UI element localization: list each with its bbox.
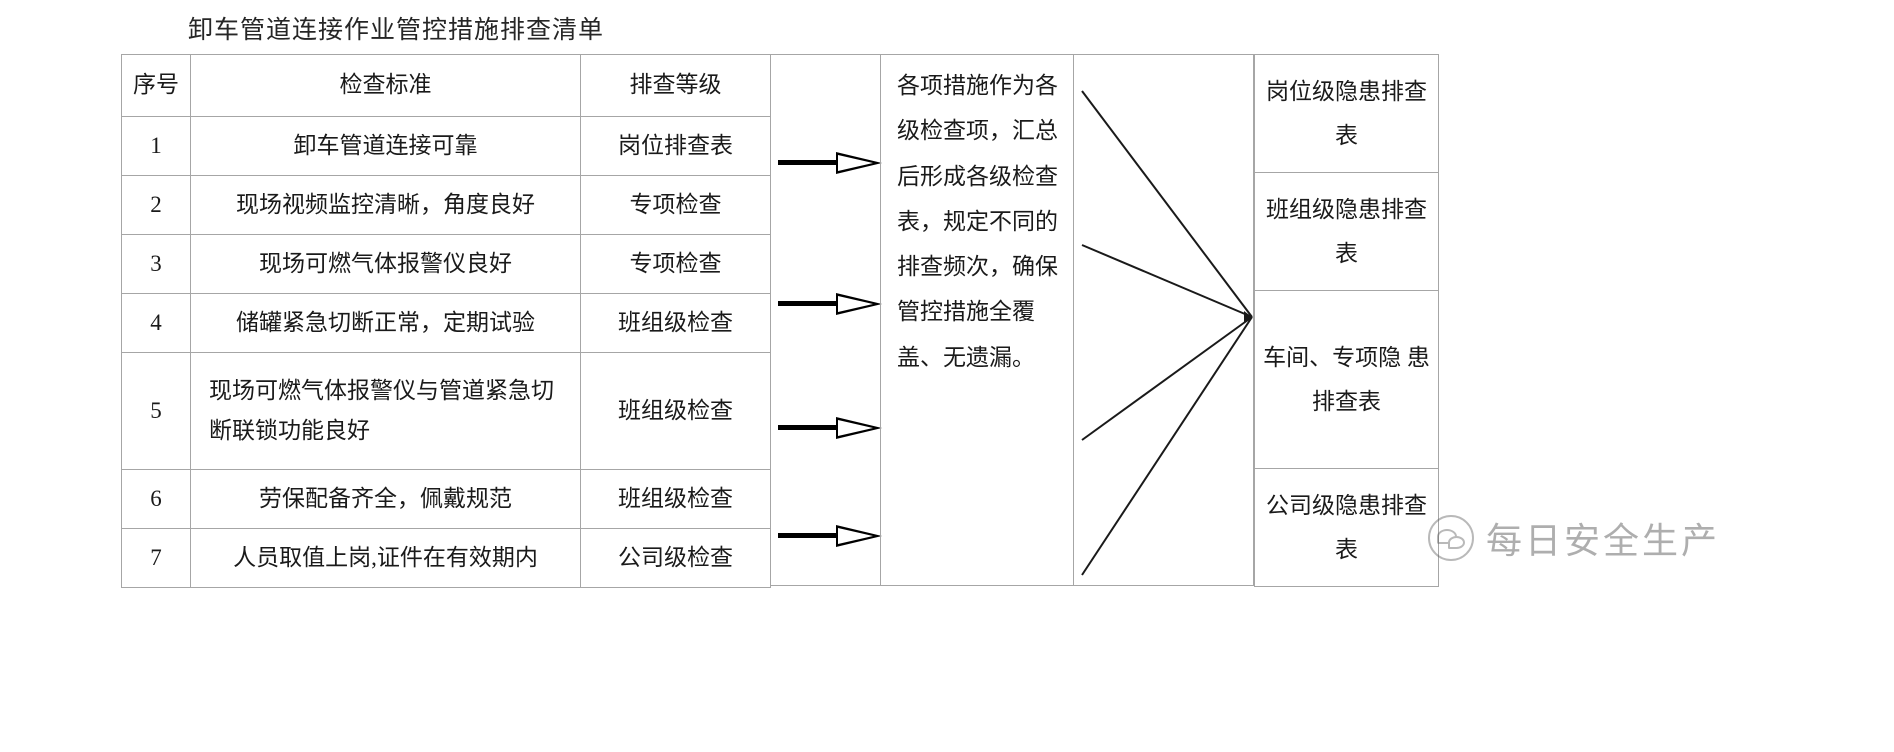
column-header-level: 排查等级: [580, 54, 771, 117]
arrow-right-icon: [778, 152, 882, 174]
cell-level: 岗位排查表: [580, 116, 771, 176]
cell-level: 专项检查: [580, 175, 771, 235]
cell-standard: 现场视频监控清晰，角度良好: [190, 175, 581, 235]
fan-out-connector-icon: [1081, 90, 1253, 576]
cell-no: 1: [121, 116, 191, 176]
cell-no: 2: [121, 175, 191, 235]
output-label-team-level: 班组级隐患排查表: [1254, 172, 1439, 291]
cell-level: 班组级检查: [580, 352, 771, 470]
cell-standard: 现场可燃气体报警仪良好: [190, 234, 581, 294]
page-title: 卸车管道连接作业管控措施排查清单: [188, 17, 605, 44]
column-header-standard: 检查标准: [190, 54, 581, 117]
cell-level: 班组级检查: [580, 293, 771, 353]
list-item: 班组级隐患排查表: [1254, 172, 1439, 291]
cell-level: 专项检查: [580, 234, 771, 294]
table-row: 3 现场可燃气体报警仪良好 专项检查: [121, 234, 771, 294]
arrow-right-icon: [778, 525, 882, 547]
column-header-no: 序号: [121, 54, 191, 117]
watermark: 每日安全生产: [1428, 512, 1720, 564]
table-row: 6 劳保配备齐全，佩戴规范 班组级检查: [121, 469, 771, 529]
table-row: 4 储罐紧急切断正常，定期试验 班组级检查: [121, 293, 771, 353]
cell-no: 6: [121, 469, 191, 529]
cell-no: 3: [121, 234, 191, 294]
cell-no: 5: [121, 352, 191, 470]
table-row: 2 现场视频监控清晰，角度良好 专项检查: [121, 175, 771, 235]
output-label-position-level: 岗位级隐患排查表: [1254, 54, 1439, 173]
diagram-container: 序号 检查标准 排查等级 1 卸车管道连接可靠 岗位排查表 2 现场视频监控清晰…: [121, 54, 1439, 588]
output-label-workshop-level: 车间、专项隐 患排查表: [1254, 290, 1439, 469]
list-item: 公司级隐患排查表: [1254, 468, 1439, 587]
list-item: 车间、专项隐 患排查表: [1254, 290, 1439, 469]
table-header-row: 序号 检查标准 排查等级: [121, 54, 771, 117]
cell-standard: 现场可燃气体报警仪与管道紧急切断联锁功能良好: [190, 352, 581, 470]
fan-out-gutter: [1074, 54, 1254, 586]
cell-level: 班组级检查: [580, 469, 771, 529]
watermark-text: 每日安全生产: [1486, 521, 1721, 561]
cell-standard: 人员取值上岗,证件在有效期内: [190, 528, 581, 588]
table-row: 5 现场可燃气体报警仪与管道紧急切断联锁功能良好 班组级检查: [121, 352, 771, 470]
arrow-gutter: [770, 54, 882, 586]
cell-no: 4: [121, 293, 191, 353]
list-item: 岗位级隐患排查表: [1254, 54, 1439, 173]
cell-no: 7: [121, 528, 191, 588]
arrow-right-icon: [778, 293, 882, 315]
cell-standard: 储罐紧急切断正常，定期试验: [190, 293, 581, 353]
outputs-table: 岗位级隐患排查表 班组级隐患排查表 车间、专项隐 患排查表 公司级隐患排查表: [1254, 54, 1439, 587]
narrative-text-box: 各项措施作为各级检查项，汇总后形成各级检查表，规定不同的排查频次，确保管控措施全…: [880, 54, 1074, 586]
cell-level: 公司级检查: [580, 528, 771, 588]
output-label-company-level: 公司级隐患排查表: [1254, 468, 1439, 587]
cell-standard: 劳保配备齐全，佩戴规范: [190, 469, 581, 529]
cell-standard: 卸车管道连接可靠: [190, 116, 581, 176]
arrow-right-icon: [778, 417, 882, 439]
table-row: 7 人员取值上岗,证件在有效期内 公司级检查: [121, 528, 771, 588]
table-row: 1 卸车管道连接可靠 岗位排查表: [121, 116, 771, 176]
checklist-table: 序号 检查标准 排查等级 1 卸车管道连接可靠 岗位排查表 2 现场视频监控清晰…: [121, 54, 771, 588]
